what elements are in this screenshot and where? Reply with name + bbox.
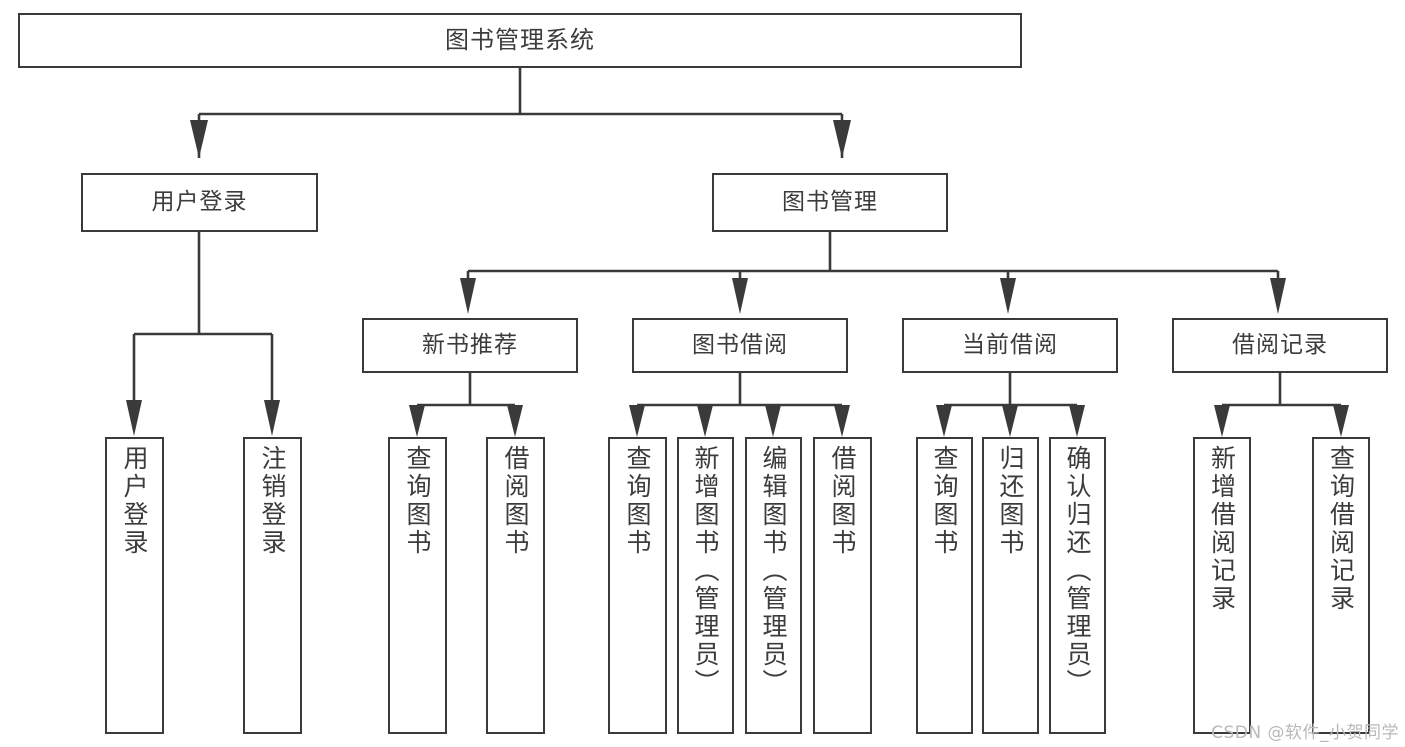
leaf-borrow-record-add-record-label: 新增借阅记录 bbox=[1207, 445, 1237, 613]
node-root-label: 图书管理系统 bbox=[445, 26, 595, 55]
leaf-book-borrow-borrow-book-label: 借阅图书 bbox=[828, 445, 857, 557]
leaf-book-borrow-add-book[interactable]: 新增图书（管理员） bbox=[677, 437, 734, 734]
node-new-book-recommend[interactable]: 新书推荐 bbox=[362, 318, 578, 373]
leaf-borrow-record-add-record[interactable]: 新增借阅记录 bbox=[1193, 437, 1251, 734]
leaf-book-borrow-edit-book-label: 编辑图书（管理员） bbox=[759, 445, 788, 697]
node-root-book-management-system[interactable]: 图书管理系统 bbox=[18, 13, 1022, 68]
node-new-book-recommend-label: 新书推荐 bbox=[422, 331, 518, 358]
node-borrow-record-label: 借阅记录 bbox=[1232, 331, 1328, 358]
node-current-borrow[interactable]: 当前借阅 bbox=[902, 318, 1118, 373]
node-user-login[interactable]: 用户登录 bbox=[81, 173, 318, 232]
node-user-login-label: 用户登录 bbox=[151, 188, 248, 215]
leaf-current-borrow-return-book-label: 归还图书 bbox=[996, 445, 1025, 557]
arrow-heads bbox=[126, 120, 1349, 437]
leaf-current-borrow-return-book[interactable]: 归还图书 bbox=[982, 437, 1039, 734]
leaf-current-borrow-query-book[interactable]: 查询图书 bbox=[916, 437, 973, 734]
leaf-user-login-logout-label: 注销登录 bbox=[258, 445, 287, 557]
leaf-new-book-query-book-label: 查询图书 bbox=[403, 445, 432, 557]
leaf-current-borrow-confirm-return[interactable]: 确认归还（管理员） bbox=[1049, 437, 1106, 734]
leaf-book-borrow-add-book-label: 新增图书（管理员） bbox=[691, 445, 720, 697]
leaf-borrow-record-query-record-label: 查询借阅记录 bbox=[1326, 445, 1356, 613]
leaf-book-borrow-query-book[interactable]: 查询图书 bbox=[608, 437, 667, 734]
node-book-borrow[interactable]: 图书借阅 bbox=[632, 318, 848, 373]
node-book-borrow-label: 图书借阅 bbox=[692, 331, 788, 358]
leaf-new-book-borrow-book-label: 借阅图书 bbox=[501, 445, 530, 557]
leaf-borrow-record-query-record[interactable]: 查询借阅记录 bbox=[1312, 437, 1370, 734]
leaf-new-book-query-book[interactable]: 查询图书 bbox=[388, 437, 447, 734]
leaf-current-borrow-confirm-return-label: 确认归还（管理员） bbox=[1063, 445, 1092, 697]
leaf-current-borrow-query-book-label: 查询图书 bbox=[930, 445, 959, 557]
node-borrow-record[interactable]: 借阅记录 bbox=[1172, 318, 1388, 373]
leaf-book-borrow-edit-book[interactable]: 编辑图书（管理员） bbox=[745, 437, 802, 734]
node-book-management-label: 图书管理 bbox=[782, 188, 878, 215]
leaf-book-borrow-borrow-book[interactable]: 借阅图书 bbox=[813, 437, 872, 734]
leaf-new-book-borrow-book[interactable]: 借阅图书 bbox=[486, 437, 545, 734]
node-current-borrow-label: 当前借阅 bbox=[962, 331, 1058, 358]
leaf-user-login-login-label: 用户登录 bbox=[120, 445, 149, 557]
leaf-user-login-logout[interactable]: 注销登录 bbox=[243, 437, 302, 734]
leaf-user-login-login[interactable]: 用户登录 bbox=[105, 437, 164, 734]
node-book-management[interactable]: 图书管理 bbox=[712, 173, 948, 232]
leaf-book-borrow-query-book-label: 查询图书 bbox=[623, 445, 652, 557]
